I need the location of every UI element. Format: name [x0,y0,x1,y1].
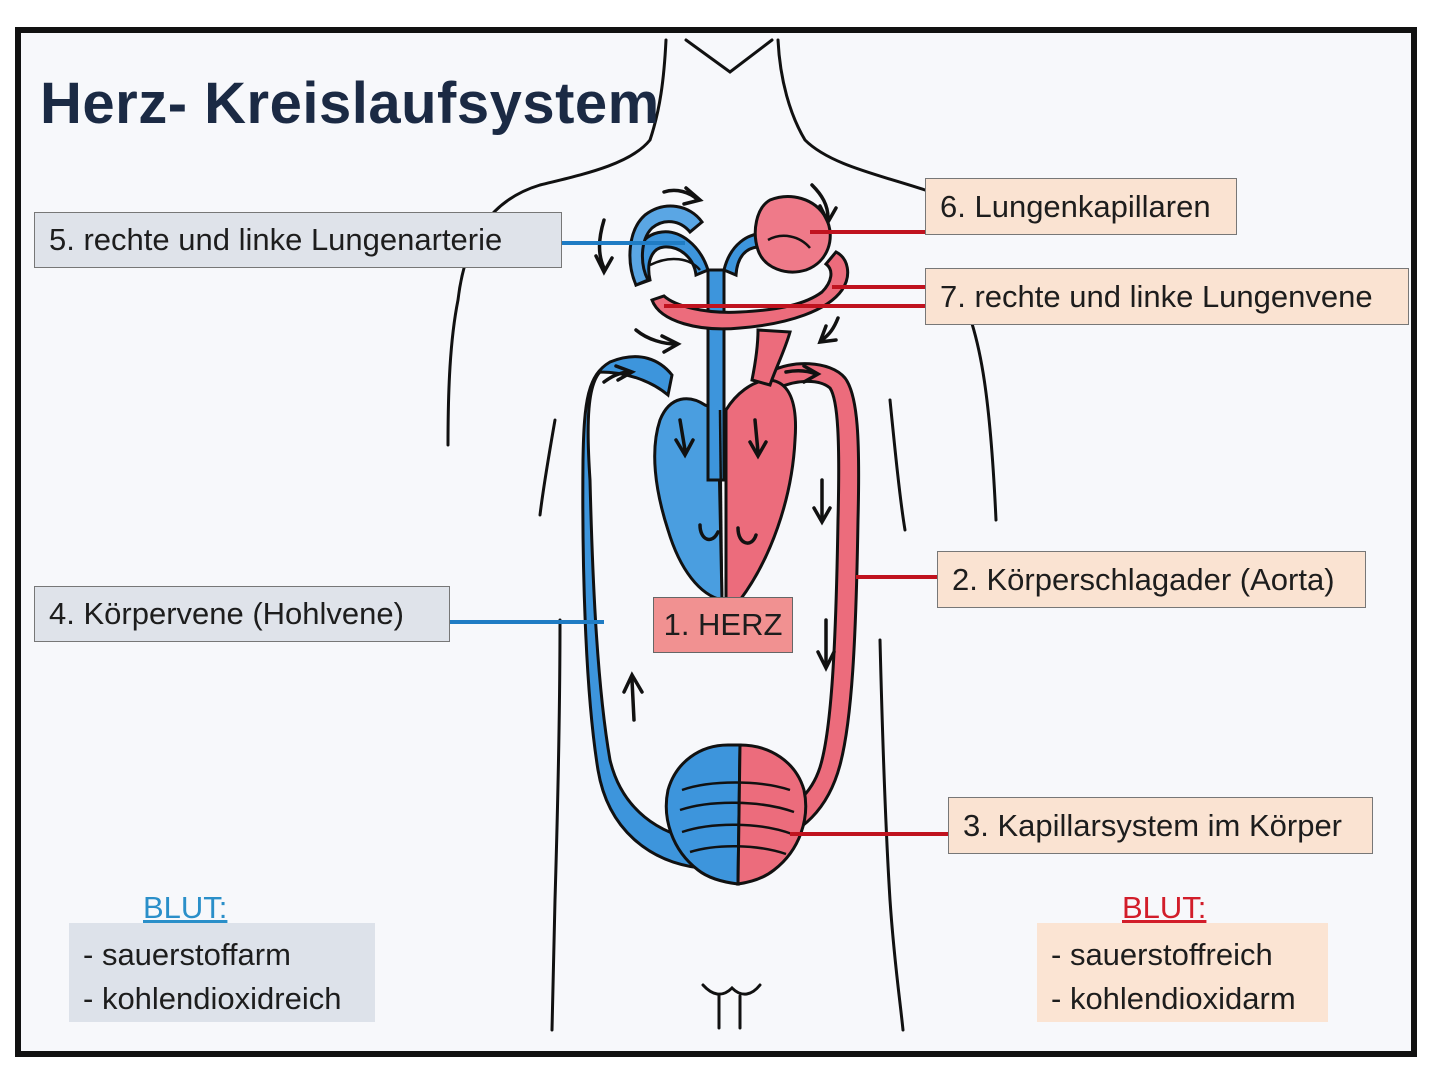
body-outline [446,38,998,1032]
right-heart [653,397,724,602]
oxygenated-vessels [650,195,861,886]
capillary-strands [649,234,811,856]
page-title: Herz- Kreislaufsystem [40,71,660,136]
pulmonary-vein-to-heart [750,328,792,387]
legend-oxygen-rich: - sauerstoffreich - kohlendioxidarm [1037,923,1328,1022]
body-capillaries-left [664,743,742,886]
legend-item: - kohlendioxidarm [1051,981,1296,1016]
legend-heading-oxygen-rich: BLUT: [1122,890,1207,925]
body-capillaries-right [736,743,808,886]
left-heart [724,378,798,602]
flow-arrows [594,183,840,722]
hohlvene-loop [581,355,702,870]
legend-item: - sauerstoffreich [1051,937,1273,972]
connector-lines [450,230,948,836]
label-lungenkapillaren: 6. Lungenkapillaren [925,178,1237,235]
lung-capillaries-right [753,195,832,274]
pulmonary-veins [650,250,850,331]
label-lungenvene: 7. rechte und linke Lungenvene [925,268,1409,325]
legend-oxygen-poor: - sauerstoffarm - kohlendioxidreich [69,923,375,1022]
label-lungenarterie: 5. rechte und linke Lungenarterie [34,212,562,268]
deoxygenated-vessels [581,204,787,886]
label-aorta: 2. Körperschlagader (Aorta) [937,551,1366,608]
label-kapillarsystem: 3. Kapillarsystem im Körper [948,797,1373,854]
legend-heading-oxygen-poor: BLUT: [143,890,228,925]
legend-item: - kohlendioxidreich [83,981,342,1016]
label-hohlvene: 4. Körpervene (Hohlvene) [34,586,450,642]
label-herz: 1. HERZ [653,597,793,653]
legend-item: - sauerstoffarm [83,937,291,972]
